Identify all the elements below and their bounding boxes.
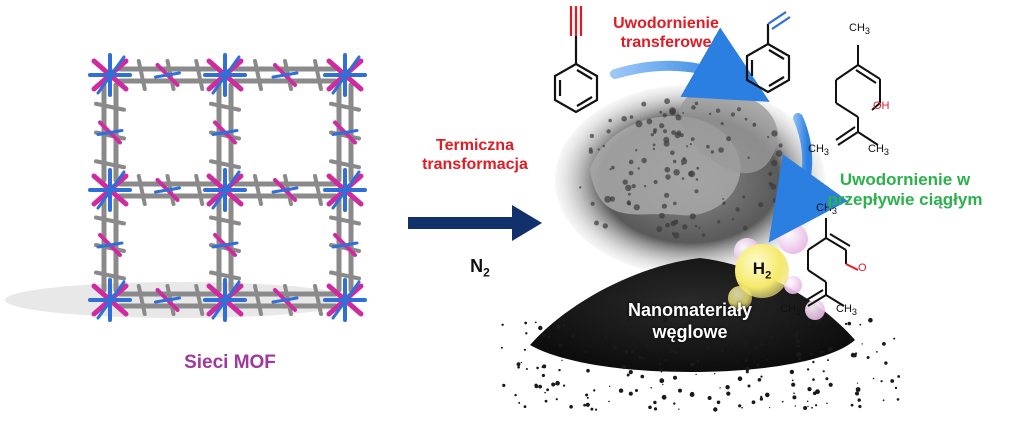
thermal-line2: transformacja (422, 156, 528, 174)
nano-line2: węglowe (652, 321, 728, 342)
carbon-nanomaterials-label: Nanomateriały węglowe (590, 300, 790, 343)
thermal-line1: Termiczna (436, 137, 514, 154)
phenylacetylene-molecule (553, 6, 599, 114)
flow-hydrogenation-label: Uwodornienie w przepływie ciągłym (815, 170, 995, 211)
geraniol-molecule (835, 45, 881, 146)
nitrogen-label: N2 (470, 256, 490, 280)
h2-bubble-icon (735, 244, 789, 298)
thermal-transformation-label: Termiczna transformacja (400, 136, 550, 174)
transfer-line2: transferowe (620, 34, 712, 52)
transfer-hydrogenation-label: Uwodornienie transferowe (596, 14, 736, 52)
flow-curved-arrow-icon (768, 113, 848, 243)
flow-line1: Uwodornienie w (839, 170, 971, 189)
transfer-curved-arrow-icon (610, 27, 770, 102)
geraniol-oh: OH (873, 100, 890, 112)
h2-label: H2 (752, 259, 772, 282)
geraniol-ch3-top: CH3 (849, 22, 870, 37)
citral-ch3-left: CH3 (780, 303, 801, 318)
citral-ch3-right: CH3 (836, 303, 857, 318)
geraniol-ch3-left: CH3 (808, 143, 829, 158)
citral-ch3-top: CH3 (816, 202, 837, 217)
sem-image (555, 85, 825, 275)
process-arrow-icon (408, 205, 542, 241)
citral-o: O (858, 262, 867, 274)
styrene-molecule (745, 11, 791, 94)
transfer-line1: Uwodornienie (613, 15, 719, 32)
citral-molecule (804, 218, 859, 307)
geraniol-ch3-right: CH3 (868, 143, 889, 158)
nano-line1: Nanomateriały (627, 300, 753, 320)
flow-line2: przepływie ciągłym (827, 190, 983, 210)
mof-label: Sieci MOF (184, 352, 276, 373)
mof-framework (5, 53, 367, 322)
